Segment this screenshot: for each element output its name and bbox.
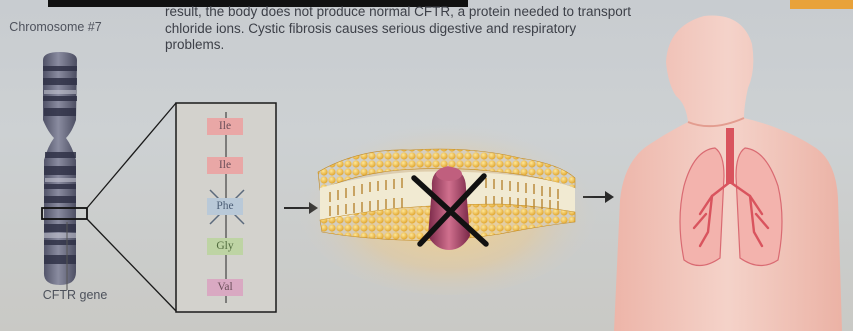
amino-acid-ile-1: Ile <box>207 118 243 135</box>
zoom-lines <box>87 103 176 311</box>
amino-acid-val: Val <box>207 279 243 296</box>
amino-acid-phe-deleted: Phe <box>207 198 243 215</box>
amino-acid-gly: Gly <box>207 238 243 255</box>
chromosome-icon <box>43 52 77 285</box>
amino-acid-ile-2: Ile <box>207 157 243 174</box>
